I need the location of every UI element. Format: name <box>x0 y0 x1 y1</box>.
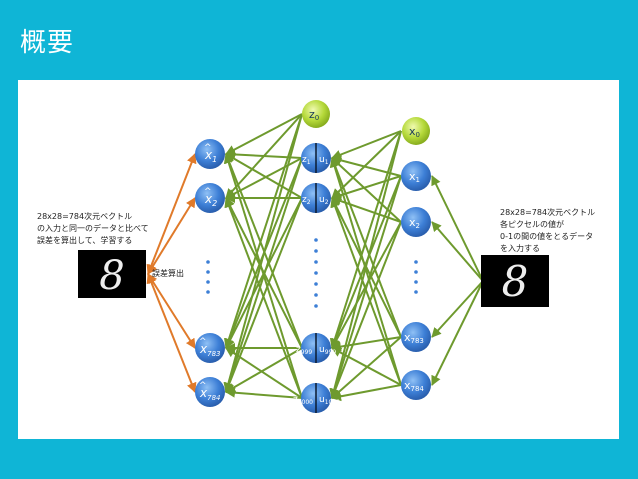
svg-text:u1: u1 <box>319 155 329 166</box>
left-caption: 28x28=784次元ベクトル の入力と同一のデータと比べて 誤差を算出して、学… <box>37 211 149 245</box>
svg-text:x1: x1 <box>409 170 420 184</box>
output-node-784: x784 ^ <box>195 377 225 407</box>
svg-text:z999: z999 <box>296 345 312 356</box>
svg-text:の入力と同一のデータと比べて: の入力と同一のデータと比べて <box>37 223 149 233</box>
edges-hidden-to-output <box>223 113 303 399</box>
svg-text:x0: x0 <box>409 125 420 139</box>
edge <box>225 149 303 160</box>
edge <box>330 221 402 399</box>
svg-text:x783: x783 <box>199 342 220 358</box>
input-bias-node: x0 <box>402 117 430 145</box>
edge <box>329 130 402 349</box>
edge <box>331 347 402 386</box>
hidden-node-999: z999 u999 <box>296 333 336 363</box>
edge <box>146 153 197 275</box>
edge <box>331 384 402 402</box>
svg-text:x784: x784 <box>199 386 220 402</box>
input-digit-image: 8 <box>481 255 549 307</box>
svg-text:各ピクセルの値が: 各ピクセルの値が <box>500 219 564 229</box>
svg-text:z1: z1 <box>302 155 311 166</box>
edge <box>331 130 402 160</box>
hidden-bias-node: z0 <box>302 100 330 128</box>
output-ellipsis <box>206 260 210 294</box>
edge <box>225 153 303 199</box>
input-node-783: x783 <box>401 322 431 352</box>
edge <box>330 157 402 338</box>
edge <box>147 197 196 275</box>
hidden-node-1000: z1000 u1000 <box>293 383 340 413</box>
edge <box>224 197 303 393</box>
edge <box>331 157 402 223</box>
edge <box>331 155 402 177</box>
input-ellipsis <box>414 260 418 294</box>
svg-text:x1: x1 <box>204 148 217 164</box>
edge <box>225 387 303 399</box>
edges-image-to-input <box>431 175 484 386</box>
error-comparison-arrows <box>146 153 197 393</box>
right-caption: 28x28=784次元ベクトル 各ピクセルの値が 0-1の間の値をとるデータ を… <box>500 207 595 253</box>
svg-text:z2: z2 <box>302 195 311 206</box>
output-node-783: x783 ^ <box>195 333 225 363</box>
edge <box>431 221 484 282</box>
slide-title: 概要 <box>20 28 75 58</box>
input-node-1: x1 <box>401 161 431 191</box>
edge <box>431 280 484 338</box>
error-label: 誤差算出 <box>152 268 184 278</box>
edges-input-to-hidden <box>329 130 402 402</box>
svg-text:x2: x2 <box>204 192 217 208</box>
svg-text:^: ^ <box>204 143 212 153</box>
output-digit-image: 8 <box>78 250 146 299</box>
edge <box>147 273 196 349</box>
edge <box>331 196 402 223</box>
svg-text:誤差を算出して、学習する: 誤差を算出して、学習する <box>37 235 132 245</box>
output-node-1: x1 ^ <box>195 139 225 169</box>
output-node-2: x2 ^ <box>195 183 225 213</box>
input-node-2: x2 <box>401 207 431 237</box>
svg-text:^: ^ <box>199 337 207 347</box>
svg-text:^: ^ <box>199 381 207 391</box>
hidden-node-2: z2 u2 <box>301 183 331 213</box>
edge <box>224 197 303 399</box>
edge <box>431 280 484 386</box>
edge <box>225 347 303 399</box>
edge <box>224 153 303 349</box>
svg-text:u999: u999 <box>319 345 336 356</box>
edge <box>431 175 484 282</box>
edge <box>224 113 303 349</box>
edge <box>330 175 402 349</box>
hidden-ellipsis <box>314 238 318 308</box>
svg-text:z0: z0 <box>309 108 319 122</box>
edge <box>225 113 303 155</box>
svg-text:x783: x783 <box>404 331 424 345</box>
svg-text:x784: x784 <box>404 379 424 393</box>
svg-text:28x28=784次元ベクトル: 28x28=784次元ベクトル <box>500 207 595 217</box>
svg-text:0-1の間の値をとるデータ: 0-1の間の値をとるデータ <box>500 231 593 241</box>
svg-text:^: ^ <box>204 187 212 197</box>
edge <box>331 336 402 352</box>
svg-text:x2: x2 <box>409 216 420 230</box>
input-node-784: x784 <box>401 370 431 400</box>
svg-text:u2: u2 <box>319 195 329 206</box>
svg-text:を入力する: を入力する <box>500 243 540 253</box>
svg-text:8: 8 <box>502 257 529 306</box>
edge <box>330 197 402 386</box>
svg-text:8: 8 <box>99 253 124 299</box>
edge <box>331 221 402 349</box>
svg-text:z1000: z1000 <box>293 395 313 406</box>
edge <box>329 157 402 386</box>
svg-text:u1000: u1000 <box>319 395 340 406</box>
svg-text:28x28=784次元ベクトル: 28x28=784次元ベクトル <box>37 211 132 221</box>
hidden-node-1: z1 u1 <box>301 143 331 173</box>
edge <box>146 273 197 393</box>
edge <box>223 153 303 399</box>
edge <box>331 197 402 338</box>
